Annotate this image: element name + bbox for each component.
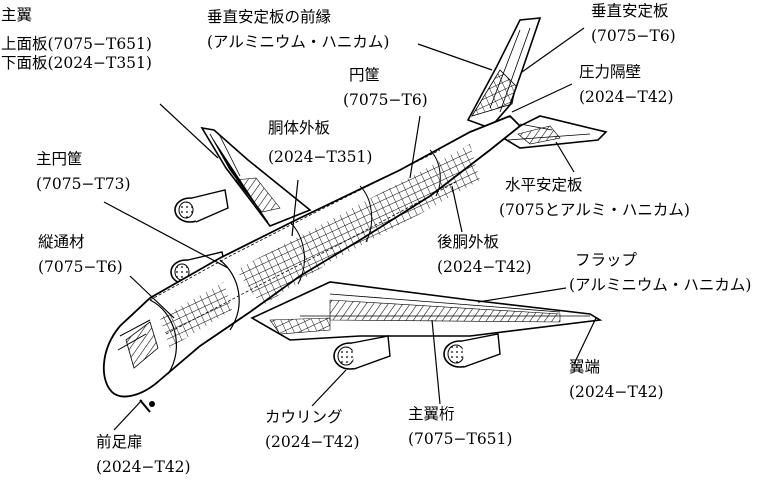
near-engines [333,333,501,370]
label-main-frame: 主円筐 (7075−T73) [36,150,131,193]
label-horizontal-stabilizer: 水平安定板 (7075とアルミ・ハニカム) [499,176,690,219]
label-cowling: カウリング (2024−T42) [265,408,360,451]
label-main-wing: 主翼 上面板(7075−T651) 下面板(2024−T351) [1,6,152,72]
label-stringer: 縦通材 (7075−T6) [38,233,123,276]
leader-frame [409,115,421,179]
leader-main-frame [103,201,229,269]
label-main-spar: 主翼桁 (7075−T651) [408,405,513,448]
leader-main-spar [431,319,441,405]
label-wing-tip: 翼端 (2024−T42) [569,358,664,401]
leader-wing-tip [573,317,597,365]
label-vertical-stabilizer: 垂直安定板 (7075−T6) [591,2,676,45]
horizontal-stabilizer-shape [498,115,608,149]
label-aft-fuselage-skin: 後胴外板 (2024−T42) [437,233,532,276]
leader-fin-leading-edge [417,43,493,71]
label-fuselage-skin: 胴体外板 (2024−T351) [268,119,373,166]
near-wing-shape [250,281,603,341]
leader-lines [103,27,597,431]
fuselage-shape [102,114,522,413]
leader-main-wing [159,103,219,159]
leader-fuselage-skin [291,179,299,237]
leader-vertical-stabilizer [521,27,585,73]
label-flap: フラップ (アルミニウム・ハニカム) [569,251,752,294]
leader-aft-fuselage-skin [451,185,463,233]
leader-pressure-bulkhead [511,83,573,113]
vertical-stabilizer-shape [466,17,542,129]
label-nose-gear-door: 前足扉 (2024−T42) [96,433,191,476]
far-engines [170,189,229,285]
leader-horizontal-stabilizer [555,141,575,173]
leader-flap [477,287,567,303]
leader-stringer [129,275,175,319]
leader-nose-gear-door [113,399,143,431]
label-pressure-bulkhead: 圧力隔壁 (2024−T42) [579,63,674,106]
label-frame: 円筐 (7075−T6) [343,66,428,109]
far-wing-shape [200,126,312,227]
leader-cowling [311,369,347,407]
label-fin-leading-edge: 垂直安定板の前縁 (アルミニウム・ハニカム) [207,8,390,51]
